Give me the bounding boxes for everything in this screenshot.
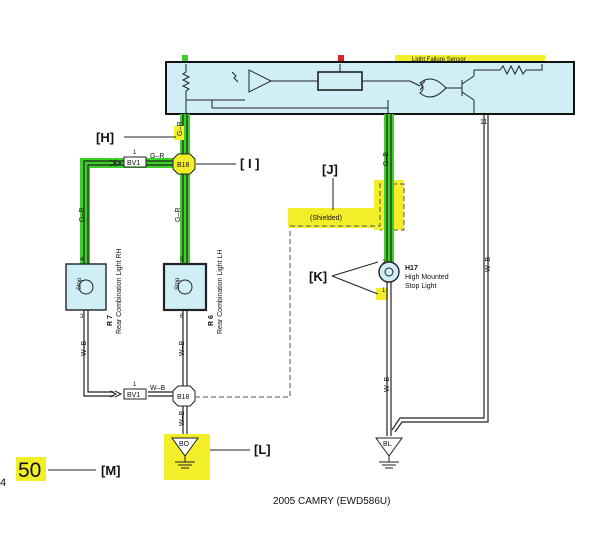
light-failure-sensor-module bbox=[165, 61, 575, 115]
module-title-strip: Light Failure Sensor bbox=[412, 57, 466, 63]
bv1-connector-top bbox=[123, 156, 147, 168]
callout-k-leader-2 bbox=[331, 275, 379, 295]
bv1-bottom-arrows bbox=[109, 390, 123, 398]
g-b-wire bbox=[386, 114, 392, 262]
module-top-red-marker bbox=[338, 55, 344, 63]
bv1-top-label: BV1 bbox=[127, 160, 140, 167]
high-mounted-stop-light bbox=[378, 261, 400, 283]
page-edge-digit: 4 bbox=[0, 477, 6, 489]
wire-label-g-r-lh: G–R bbox=[175, 208, 182, 222]
wire-label-g-r-bv1: G–R bbox=[150, 153, 164, 160]
callout-m: [M] bbox=[101, 463, 121, 478]
module-internal-circuit bbox=[181, 64, 543, 114]
h17-name-line1: High Mounted bbox=[405, 274, 449, 281]
rh-code: R 7 bbox=[107, 315, 114, 326]
stop-label-rh: Stop bbox=[77, 277, 83, 290]
bulb-icon-lh bbox=[177, 279, 193, 295]
ground-bl-label: BL bbox=[383, 441, 392, 448]
h17-code: H17 bbox=[405, 265, 418, 272]
rh-pin-3: 3 bbox=[80, 314, 84, 320]
wire-label-w-b-rh: W–B bbox=[81, 341, 88, 357]
ground-bo-icon bbox=[175, 456, 195, 469]
callout-k-leader-1 bbox=[331, 261, 379, 277]
lh-pin-3: 3 bbox=[180, 257, 184, 263]
lh-name: Rear Combination Light LH bbox=[217, 250, 224, 334]
pin11-w-b-wire bbox=[391, 114, 489, 433]
h17-ground-wire bbox=[386, 282, 392, 436]
h17-pin-2: 2 bbox=[382, 260, 386, 266]
bulb-icon-rh bbox=[78, 279, 94, 295]
b18-top-label: B18 bbox=[177, 162, 190, 169]
ground-bl-icon bbox=[379, 456, 399, 469]
ground-bo-symbol bbox=[171, 437, 199, 457]
rh-name: Rear Combination Light RH bbox=[116, 248, 123, 334]
h-wire-highlight bbox=[174, 126, 184, 140]
wire-label-w-b-lh: W–B bbox=[179, 341, 186, 357]
bv1-connector-bottom bbox=[123, 388, 147, 400]
h17-bulb-icon bbox=[384, 267, 394, 277]
b18-splice-top bbox=[172, 153, 196, 175]
callout-k: [K] bbox=[309, 269, 327, 284]
b18-bottom-label: B18 bbox=[177, 394, 190, 401]
callout-l: [L] bbox=[254, 442, 271, 457]
wire-label-w-b-bv1: W–B bbox=[150, 385, 166, 392]
shielded-highlight bbox=[288, 208, 386, 228]
footer-title: 2005 CAMRY (EWD586U) bbox=[273, 496, 390, 507]
page-number-highlight bbox=[16, 457, 46, 481]
ground-bl-symbol bbox=[375, 437, 403, 457]
wire-label-w-b-ground: W–B bbox=[179, 411, 186, 427]
rh-pin-4: 4 bbox=[80, 257, 84, 263]
wire-label-g-r-rh: G–R bbox=[79, 208, 86, 222]
h17-pin-highlight bbox=[376, 288, 388, 300]
callout-j: [J] bbox=[322, 162, 338, 177]
lh-pin-6: 6 bbox=[180, 314, 184, 320]
wire-label-w-b-h17: W–B bbox=[384, 377, 391, 393]
callout-i: [ I ] bbox=[240, 156, 260, 171]
module-title-highlight bbox=[395, 55, 545, 63]
stop-label-lh: Stop bbox=[175, 277, 181, 290]
rear-combination-light-rh bbox=[65, 263, 107, 311]
wire-label-g-r-top: G–R bbox=[177, 122, 184, 136]
bv1-top-pin: 1 bbox=[133, 150, 137, 156]
page-number: 50 bbox=[18, 459, 41, 482]
ground-bo-label: BO bbox=[179, 441, 190, 448]
w-b-wires bbox=[83, 310, 188, 436]
module-top-green-marker bbox=[182, 55, 188, 63]
callout-h: [H] bbox=[96, 130, 114, 145]
shield-drain-dashed bbox=[195, 226, 291, 398]
h17-name-line2: Stop Light bbox=[405, 283, 437, 290]
lh-code: R 6 bbox=[208, 315, 215, 326]
h17-pin-1: 1 bbox=[382, 288, 386, 294]
b18-splice-bottom bbox=[172, 385, 196, 407]
shielded-label: (Shielded) bbox=[310, 215, 342, 222]
wire-label-g-b: G–B bbox=[383, 152, 390, 166]
bv1-bottom-pin: 1 bbox=[133, 382, 137, 388]
g-b-circuit-highlight bbox=[384, 114, 394, 262]
rear-combination-light-lh bbox=[162, 262, 208, 312]
bv1-bottom-label: BV1 bbox=[127, 392, 140, 399]
bv1-top-arrows bbox=[109, 159, 123, 167]
wire-label-w-b-11: W–B bbox=[485, 257, 492, 273]
